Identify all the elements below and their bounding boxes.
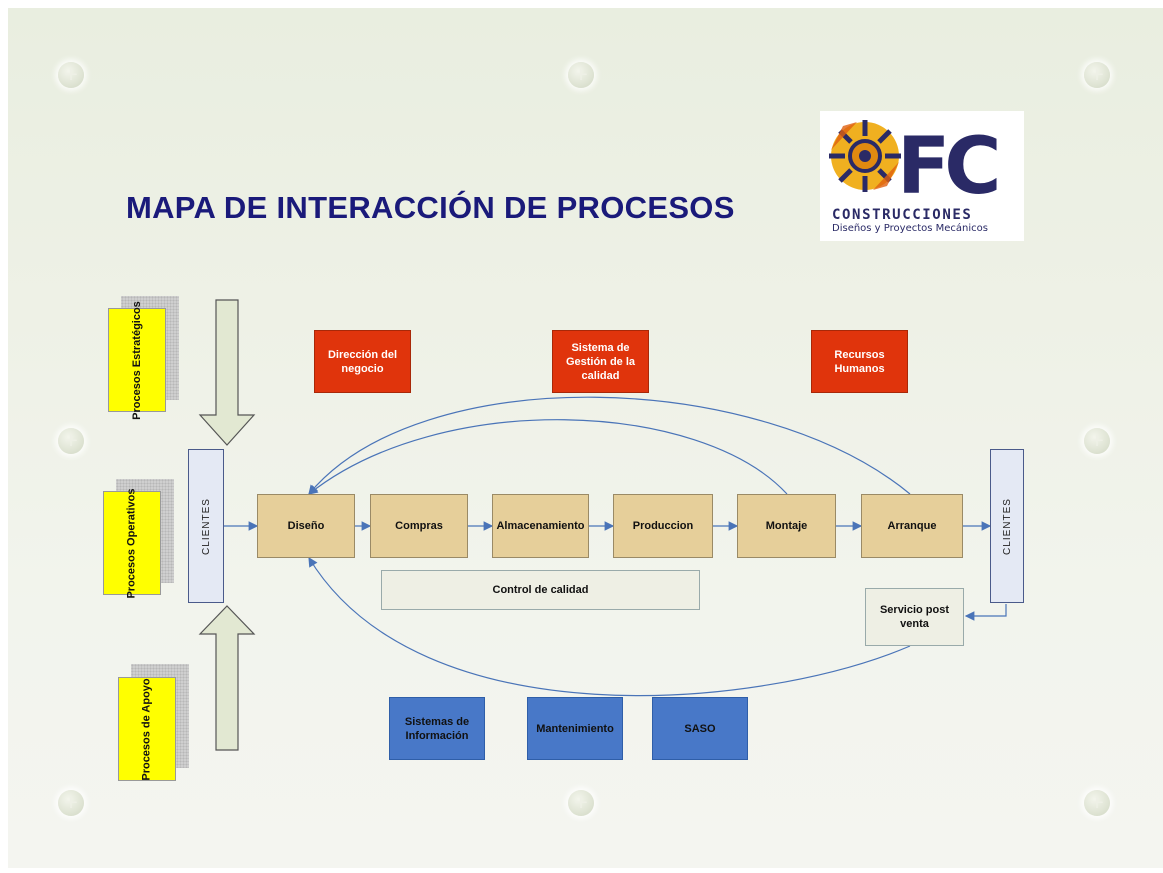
logo-company-name: CONSTRUCCIONES: [832, 207, 973, 223]
quality-control-box: Control de calidad: [381, 570, 700, 610]
support-process-box: Mantenimiento: [527, 697, 623, 760]
operative-process-box: Produccion: [613, 494, 713, 558]
category-operative: Procesos Operativos: [103, 488, 161, 598]
operative-process-box: Arranque: [861, 494, 963, 558]
pin-decoration: [58, 428, 84, 454]
operative-process-box: Montaje: [737, 494, 836, 558]
post-sale-service-box: Servicio post venta: [865, 588, 964, 646]
strategic-process-box: Sistema de Gestión de la calidad: [552, 330, 649, 393]
support-input-arrow: [198, 605, 256, 751]
category-support: Procesos de Apoyo: [118, 677, 176, 781]
strategic-input-arrow: [198, 299, 256, 446]
operative-process-box: Compras: [370, 494, 468, 558]
pin-decoration: [568, 790, 594, 816]
page-title: MAPA DE INTERACCIÓN DE PROCESOS: [126, 190, 735, 225]
operative-process-box: Almacenamiento: [492, 494, 589, 558]
strategic-process-box: Dirección del negocio: [314, 330, 411, 393]
clients-input: CLIENTES: [188, 449, 224, 603]
pin-decoration: [568, 62, 594, 88]
pin-decoration: [58, 790, 84, 816]
gear-icon: [829, 120, 901, 192]
pin-decoration: [1084, 790, 1110, 816]
company-logo: [820, 111, 1024, 241]
clients-output-label: CLIENTES: [1001, 497, 1013, 555]
operative-process-box: Diseño: [257, 494, 355, 558]
logo-mark: FC: [897, 122, 1002, 212]
category-strategic: Procesos Estratégicos: [108, 301, 166, 419]
clients-output: CLIENTES: [990, 449, 1024, 603]
pin-decoration: [58, 62, 84, 88]
support-process-box: Sistemas de Información: [389, 697, 485, 760]
strategic-process-box: Recursos Humanos: [811, 330, 908, 393]
support-process-box: SASO: [652, 697, 748, 760]
pin-decoration: [1084, 62, 1110, 88]
pin-decoration: [1084, 428, 1110, 454]
logo-tagline: Diseños y Proyectos Mecánicos: [832, 223, 988, 234]
clients-input-label: CLIENTES: [200, 497, 212, 555]
